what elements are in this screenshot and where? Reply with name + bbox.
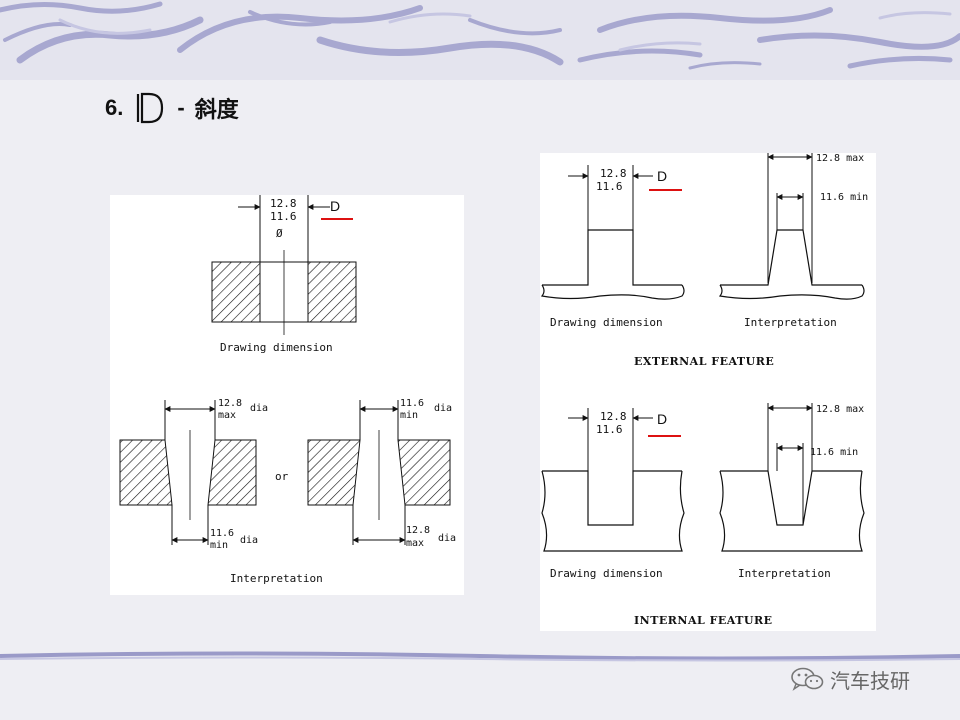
top-upper-value: 12.8 xyxy=(270,197,297,210)
right-bottom-limit: max xyxy=(406,538,424,549)
right-diagram: 12.8 11.6 D Drawing dimension 12.8 max 1… xyxy=(540,153,868,627)
title-text: 斜度 xyxy=(194,97,239,122)
int-caption-interp: Interpretation xyxy=(738,567,831,580)
ext-caption-interp: Interpretation xyxy=(744,316,837,329)
int-drawing-upper: 12.8 xyxy=(600,410,627,423)
slide-number: 6. xyxy=(105,95,124,120)
right-bottom-value: 12.8 xyxy=(406,525,430,536)
dimension-origin-mark: D xyxy=(330,198,340,214)
ext-drawing-lower: 11.6 xyxy=(596,180,623,193)
external-interpretation-figure: 12.8 max 11.6 min Interpretation xyxy=(718,153,868,329)
title-dash: - xyxy=(177,95,185,120)
int-drawing-lower: 11.6 xyxy=(596,423,623,436)
left-top-dia: dia xyxy=(250,403,268,414)
internal-drawing-figure: 12.8 11.6 D Drawing dimension xyxy=(541,408,685,580)
or-label: or xyxy=(275,470,289,483)
left-bottom-limit: min xyxy=(210,540,228,551)
external-drawing-figure: 12.8 11.6 D Drawing dimension xyxy=(540,165,685,329)
int-interp-max: 12.8 max xyxy=(816,404,864,415)
left-bottom-value: 11.6 xyxy=(210,528,234,539)
right-diagram-panel: 12.8 11.6 D Drawing dimension 12.8 max 1… xyxy=(540,153,876,631)
caption-drawing-dimension: Drawing dimension xyxy=(220,341,333,354)
diameter-symbol: Ø xyxy=(276,227,283,240)
internal-interpretation-figure: 12.8 max 11.6 min Interpretation xyxy=(719,403,865,580)
left-top-value: 12.8 xyxy=(218,398,242,409)
right-top-value: 11.6 xyxy=(400,398,424,409)
right-top-dia: dia xyxy=(434,403,452,414)
wechat-icon xyxy=(791,667,824,691)
int-interp-min: 11.6 min xyxy=(810,447,858,458)
ext-interp-max: 12.8 max xyxy=(816,153,864,164)
dimension-origin-symbol xyxy=(137,92,164,124)
decorative-banner xyxy=(0,0,960,80)
drawing-dimension-figure: 12.8 11.6 Ø D Drawing dimension xyxy=(211,195,357,354)
left-diagram-panel: 12.8 11.6 Ø D Drawing dimension 12.8 max xyxy=(110,195,464,595)
internal-feature-title: INTERNAL FEATURE xyxy=(634,614,773,627)
right-top-limit: min xyxy=(400,410,418,421)
left-bottom-dia: dia xyxy=(240,535,258,546)
ext-drawing-upper: 12.8 xyxy=(600,167,627,180)
left-top-limit: max xyxy=(218,410,236,421)
interpretation-left-figure: 12.8 max dia 11.6 min dia xyxy=(119,398,268,551)
left-diagram: 12.8 11.6 Ø D Drawing dimension 12.8 max xyxy=(119,195,456,585)
caption-interpretation: Interpretation xyxy=(230,572,323,585)
int-origin-mark: D xyxy=(657,411,667,427)
decorative-bottom-rule xyxy=(0,651,960,662)
ext-origin-mark: D xyxy=(657,168,667,184)
slide-title: 6. - 斜度 xyxy=(105,88,239,128)
right-bottom-dia: dia xyxy=(438,533,456,544)
watermark-text: 汽车技研 xyxy=(830,668,910,693)
top-lower-value: 11.6 xyxy=(270,210,297,223)
watermark: 汽车技研 xyxy=(790,664,910,694)
int-caption-drawing: Drawing dimension xyxy=(550,567,663,580)
interpretation-right-figure: 11.6 min dia 12.8 max dia xyxy=(307,398,456,549)
ext-caption-drawing: Drawing dimension xyxy=(550,316,663,329)
external-feature-title: EXTERNAL FEATURE xyxy=(634,355,774,368)
ext-interp-min: 11.6 min xyxy=(820,192,868,203)
